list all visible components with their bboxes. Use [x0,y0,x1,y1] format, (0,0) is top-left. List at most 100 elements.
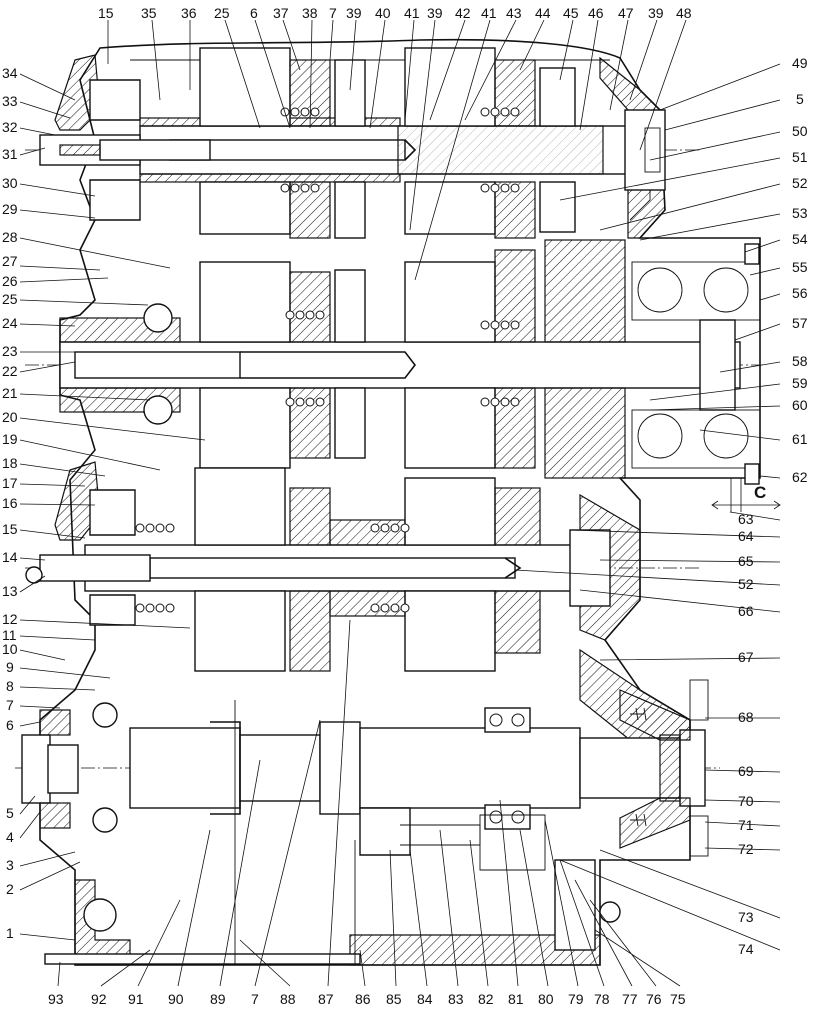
callout-left-27: 27 [2,253,18,269]
callout-top-39: 39 [346,5,362,21]
callout-top-41: 41 [404,5,420,21]
callout-bottom-77: 77 [622,991,638,1007]
callout-left-29: 29 [2,201,18,217]
callout-top-6: 6 [250,5,258,21]
callout-top-39c: 39 [648,5,664,21]
left-callouts: 34 33 32 31 30 29 28 27 26 25 24 23 22 2… [2,65,18,941]
shaft-axes [15,149,760,769]
callout-left-22: 22 [2,363,18,379]
callout-top-15: 15 [98,5,114,21]
callout-top-43: 43 [506,5,522,21]
callout-right-56: 56 [792,285,808,301]
callout-left-1: 1 [6,925,14,941]
callout-right-65: 65 [738,553,754,569]
top-callouts: 15 35 36 25 6 37 38 7 39 40 41 39 42 41 … [98,5,692,21]
callout-top-25: 25 [214,5,230,21]
callout-right-70: 70 [738,793,754,809]
callout-top-48: 48 [676,5,692,21]
callout-bottom-91: 91 [128,991,144,1007]
callout-right-58: 58 [792,353,808,369]
callout-left-23: 23 [2,343,18,359]
callout-right-67: 67 [738,649,754,665]
right-callouts: 49 5 50 51 52 53 54 55 56 57 58 59 60 61… [738,55,808,957]
bottom-callouts: 93 92 91 90 89 7 88 87 86 85 84 83 82 81… [48,991,686,1007]
callout-right-54: 54 [792,231,808,247]
callout-right-61: 61 [792,431,808,447]
callout-left-18: 18 [2,455,18,471]
callout-top-37: 37 [273,5,289,21]
callout-left-31: 31 [2,146,18,162]
callout-left-13: 13 [2,583,18,599]
callout-left-7: 7 [6,697,14,713]
callout-left-16: 16 [2,495,18,511]
upper-shaft-assembly [39,47,666,239]
callout-left-21: 21 [2,385,18,401]
callout-right-52: 52 [792,175,808,191]
callout-left-30: 30 [2,175,18,191]
callout-top-45: 45 [563,5,579,21]
callout-bottom-81: 81 [508,991,524,1007]
callout-right-59: 59 [792,375,808,391]
callout-right-51: 51 [792,149,808,165]
callout-right-71: 71 [738,817,754,833]
callout-bottom-89: 89 [210,991,226,1007]
callout-left-12: 12 [2,611,18,627]
callout-right-50: 50 [792,123,808,139]
callout-top-41b: 41 [481,5,497,21]
callout-top-42: 42 [455,5,471,21]
callout-top-47: 47 [618,5,634,21]
callout-right-64: 64 [738,528,754,544]
lower-shaft-assembly [25,461,611,672]
callout-right-55: 55 [792,259,808,275]
callout-left-14: 14 [2,549,18,565]
callout-right-66: 66 [738,603,754,619]
callout-bottom-80: 80 [538,991,554,1007]
callout-bottom-88: 88 [280,991,296,1007]
callout-left-8: 8 [6,678,14,694]
callout-left-17: 17 [2,475,18,491]
callout-left-10: 10 [2,641,18,657]
callout-right-57: 57 [792,315,808,331]
callout-bottom-78: 78 [594,991,610,1007]
callout-right-68: 68 [738,709,754,725]
callout-right-62: 62 [792,469,808,485]
callout-left-24: 24 [2,315,18,331]
callout-left-33: 33 [2,93,18,109]
callout-bottom-92: 92 [91,991,107,1007]
callout-top-44: 44 [535,5,551,21]
callout-bottom-93: 93 [48,991,64,1007]
callout-left-15: 15 [2,521,18,537]
callout-left-26: 26 [2,273,18,289]
callout-top-35: 35 [141,5,157,21]
callout-top-40: 40 [375,5,391,21]
callout-bottom-84: 84 [417,991,433,1007]
callout-right-63: 63 [738,511,754,527]
callout-left-5: 5 [6,805,14,821]
callout-right-5: 5 [796,91,804,107]
leader-lines [19,19,781,987]
callout-bottom-85: 85 [386,991,402,1007]
callout-right-74: 74 [738,941,754,957]
callout-top-7: 7 [329,5,337,21]
callout-right-60: 60 [792,397,808,413]
middle-shaft-assembly [59,239,761,485]
callout-bottom-76: 76 [646,991,662,1007]
callout-left-4: 4 [6,829,14,845]
callout-bottom-90: 90 [168,991,184,1007]
output-shaft-assembly [21,679,709,965]
callout-bottom-79: 79 [568,991,584,1007]
callout-left-9: 9 [6,659,14,675]
callout-bottom-83: 83 [448,991,464,1007]
callout-left-25: 25 [2,291,18,307]
callout-left-3: 3 [6,857,14,873]
callout-top-36: 36 [181,5,197,21]
callout-right-69: 69 [738,763,754,779]
section-mark: C [711,478,781,512]
callout-bottom-82: 82 [478,991,494,1007]
callout-left-20: 20 [2,409,18,425]
section-letter: C [754,483,766,502]
callout-bottom-7: 7 [251,991,259,1007]
callout-top-39b: 39 [427,5,443,21]
callout-right-52b: 52 [738,576,754,592]
